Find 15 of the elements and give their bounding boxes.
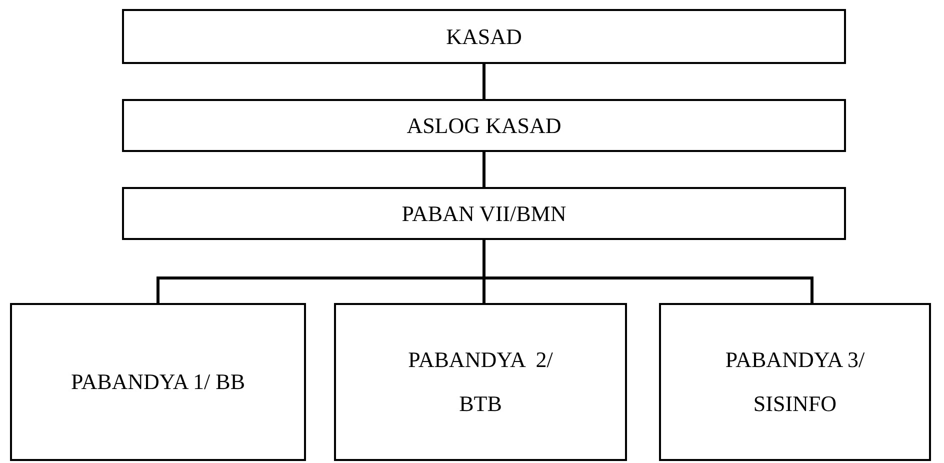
- box-label: PABANDYA 3/ SISINFO: [724, 346, 866, 418]
- org-box: [122, 99, 846, 152]
- org-box: [10, 303, 306, 461]
- org-box: [122, 9, 846, 64]
- box-label: KASAD: [446, 22, 522, 50]
- box-label: ASLOG KASAD: [406, 112, 562, 140]
- connector-line: [482, 64, 486, 99]
- box-label: PABAN VII/BMN: [402, 200, 566, 228]
- box-label: PABANDYA 1/ BB: [70, 368, 246, 396]
- connector-line: [482, 240, 814, 303]
- org-box: [659, 303, 931, 461]
- org-box: [334, 303, 627, 461]
- box-label: PABANDYA 2/ BTB: [407, 346, 554, 418]
- connector-line: [482, 152, 486, 187]
- org-box: [122, 187, 846, 240]
